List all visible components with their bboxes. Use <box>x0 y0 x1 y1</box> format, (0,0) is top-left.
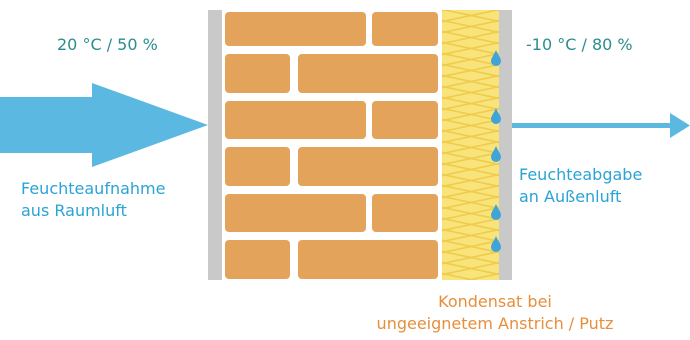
moisture-intake-label-line2: aus Raumluft <box>21 201 127 220</box>
water-drop-icon <box>491 236 501 252</box>
outer-plaster-layer <box>499 10 512 280</box>
moisture-intake-arrow <box>0 83 208 167</box>
water-drop-icon <box>491 204 501 220</box>
condensate-drops <box>491 50 501 252</box>
water-drop-icon <box>491 50 501 66</box>
moisture-release-label-line2: an Außenluft <box>519 187 622 206</box>
moisture-release-label-line1: Feuchteabgabe <box>519 165 643 184</box>
outside-climate-label: -10 °C / 80 % <box>526 35 633 54</box>
condensate-label-line1: Kondensat bei <box>438 292 552 311</box>
insulation-layer <box>442 10 499 280</box>
water-drop-icon <box>491 146 501 162</box>
water-drop-icon <box>491 108 501 124</box>
moisture-release-arrow <box>512 113 690 138</box>
moisture-intake-label-line1: Feuchteaufnahme <box>21 179 166 198</box>
condensate-label-line2: ungeeignetem Anstrich / Putz <box>376 314 614 333</box>
inner-plaster-layer <box>208 10 222 280</box>
brick-masonry <box>222 10 445 280</box>
inside-climate-label: 20 °C / 50 % <box>57 35 158 54</box>
